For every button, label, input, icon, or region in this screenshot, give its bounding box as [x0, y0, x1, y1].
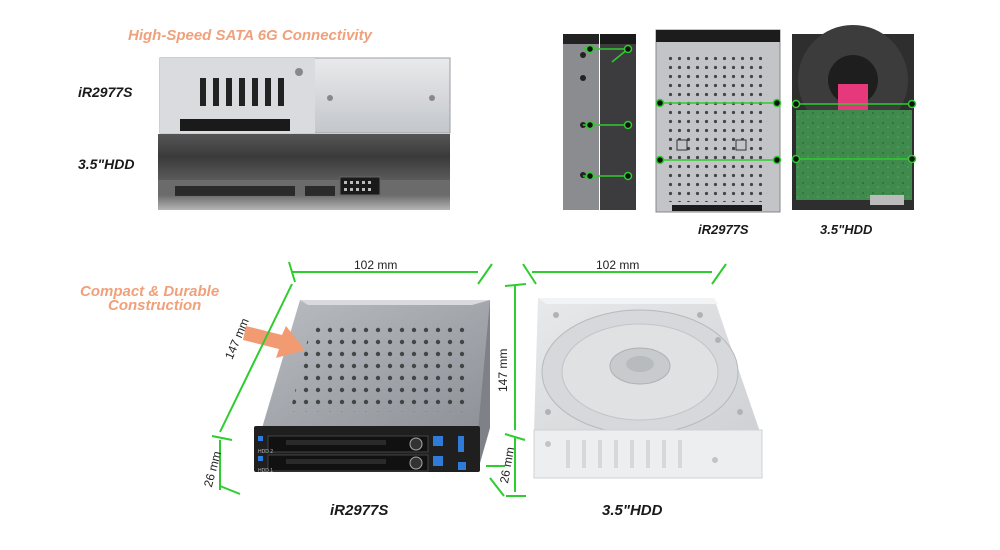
- bay-label-bottom: HDD 1: [258, 468, 274, 474]
- hdd-underside-view: [792, 25, 914, 210]
- hdd-caption-bottom: 3.5"HDD: [602, 502, 663, 519]
- alignment-lines: [583, 48, 912, 177]
- side-rail-views: [563, 34, 636, 210]
- width-dimension-left: 102 mm: [354, 258, 398, 272]
- width-dimension-right: 102 mm: [596, 258, 640, 272]
- dimension-lines-left: [211, 261, 505, 497]
- bay-label-top: HDD 2: [258, 449, 274, 455]
- vent-slots: [200, 78, 284, 106]
- product-label-top-left: iR2977S: [78, 84, 133, 100]
- hdd-3d-view: [533, 298, 763, 479]
- pointer-arrow: [243, 326, 305, 358]
- hdd-label-top-left: 3.5"HDD: [78, 156, 135, 172]
- hdd-label-top-right: 3.5"HDD: [820, 222, 873, 237]
- dimension-lines-right: [504, 263, 727, 497]
- sata-headline: High-Speed SATA 6G Connectivity: [128, 27, 372, 44]
- compact-headline-line2: Construction: [108, 297, 202, 314]
- enclosure-top-view: [655, 29, 781, 213]
- compact-headline-line1: Compact & Durable: [80, 283, 220, 300]
- product-caption-bottom: iR2977S: [330, 502, 389, 519]
- alignment-points: [585, 44, 917, 181]
- depth-dimension-right: 147 mm: [496, 348, 510, 392]
- product-label-top-right: iR2977S: [698, 222, 749, 237]
- enclosure-3d-view: [254, 300, 490, 472]
